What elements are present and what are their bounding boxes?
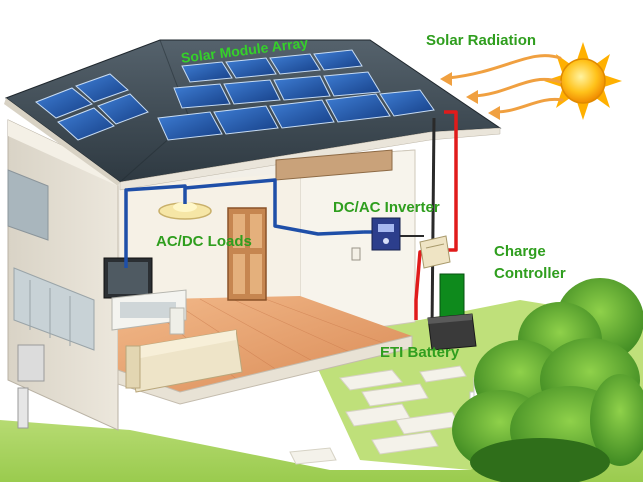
- sofa-icon: [125, 329, 243, 393]
- battery-label: ETI Battery: [380, 344, 460, 361]
- interior-door: [227, 207, 267, 301]
- loads-label: AC/DC Loads: [156, 233, 252, 250]
- mailbox: [17, 387, 29, 429]
- lamp-icon: [158, 188, 212, 220]
- battery-icon: [427, 273, 477, 351]
- solar-radiation-label: Solar Radiation: [426, 32, 537, 49]
- downpipe: [430, 117, 436, 331]
- tv-cabinet: [111, 289, 187, 335]
- radiation-arrow-icon: [446, 54, 564, 114]
- tv-icon: [103, 257, 153, 299]
- inverter-icon: [371, 217, 401, 251]
- attic-window: [275, 149, 393, 181]
- house-left-wing: [7, 119, 119, 431]
- charge-controller-label-line1: Charge: [494, 243, 546, 260]
- charge-controller-label-line2: Controller: [494, 265, 566, 282]
- exterior-wall-base: [117, 335, 413, 405]
- lawn: [0, 380, 643, 482]
- wall-switch: [351, 247, 361, 261]
- stepping-stones: [289, 365, 467, 465]
- solar-panel-array: [35, 49, 435, 141]
- radiation-arrowheads: [440, 72, 500, 120]
- ac-wiring: [124, 178, 372, 256]
- tree-bush: [452, 278, 643, 482]
- inverter-label: DC/AC Inverter: [333, 199, 440, 216]
- charge-controller-icon: [419, 235, 451, 269]
